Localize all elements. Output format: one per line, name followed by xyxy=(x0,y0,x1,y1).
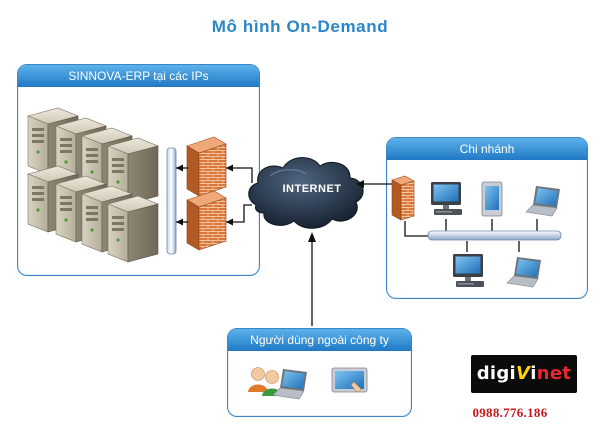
logo-text: i xyxy=(530,363,537,384)
monitor-icon xyxy=(453,254,484,287)
server-cluster xyxy=(27,107,159,263)
logo-text: net xyxy=(536,363,572,384)
logo-text: V xyxy=(516,363,531,384)
branch-connectors xyxy=(404,219,538,252)
logo-text: digi xyxy=(476,363,517,384)
internet-label: INTERNET xyxy=(282,183,342,195)
erp-network-bar xyxy=(166,147,177,255)
tablet-icon xyxy=(481,181,503,217)
firewall-icon xyxy=(186,190,227,251)
laptop-icon xyxy=(506,256,542,288)
laptop-icon xyxy=(272,368,308,400)
page-title: Mô hình On-Demand xyxy=(211,17,389,36)
branch-panel-header: Chi nhánh xyxy=(387,138,587,160)
monitor-icon xyxy=(431,182,462,215)
branch-panel: Chi nhánh xyxy=(386,137,588,299)
branch-network-bar xyxy=(427,230,562,241)
firewall-icon xyxy=(186,136,227,197)
erp-panel-header: SINNOVA-ERP tại các IPs xyxy=(18,65,259,87)
server-icon xyxy=(107,195,159,263)
tablet-icon xyxy=(331,367,368,393)
phone-number: 0988.776.186 xyxy=(472,405,548,420)
laptop-icon xyxy=(525,185,561,217)
hand-pointer-icon xyxy=(350,381,362,393)
cloud-icon xyxy=(248,157,364,229)
firewall-icon xyxy=(391,175,415,221)
digivinet-logo: digiVinet xyxy=(471,355,577,393)
external-users-panel-header: Người dùng ngoài công ty xyxy=(228,329,411,351)
